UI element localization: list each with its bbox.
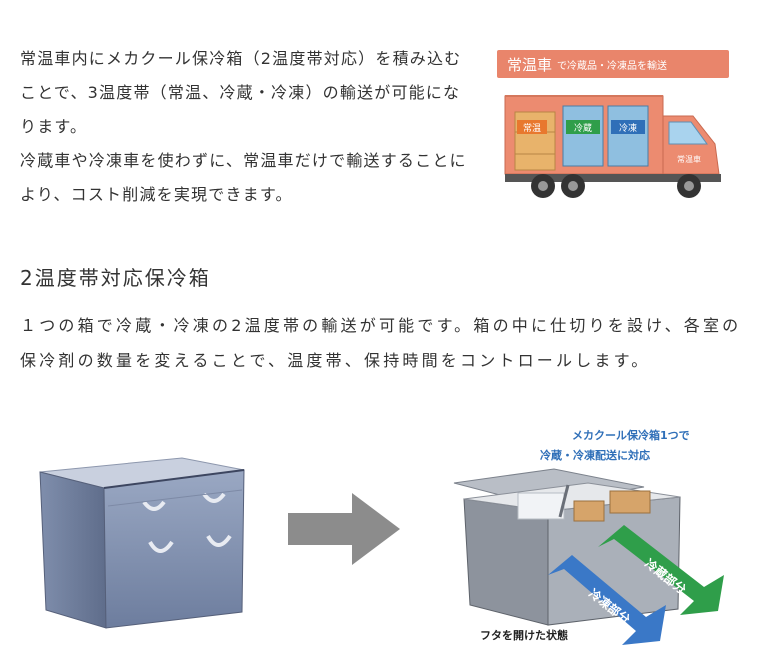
section-title: 2温度帯対応保冷箱 [20, 266, 211, 290]
opened-caption-line-1: メカクール保冷箱1つで [572, 428, 690, 442]
section-body-text: １つの箱で冷蔵・冷凍の2温度帯の輸送が可能です。箱の中に仕切りを設け、各室の保冷… [20, 316, 742, 370]
truck-banner-sub: で冷蔵品・冷凍品を輸送 [557, 59, 667, 72]
chilled-label-box [566, 120, 600, 134]
truck-banner-main: 常温車 [507, 56, 552, 74]
section-body: １つの箱で冷蔵・冷凍の2温度帯の輸送が可能です。箱の中に仕切りを設け、各室の保冷… [20, 308, 742, 378]
cooler-handle [142, 500, 166, 511]
opened-bottom-caption: フタを開けた状態 [480, 628, 568, 642]
closed-cooler-box-image [39, 457, 245, 629]
truck-door-label: 常温車 [677, 154, 701, 164]
transition-arrow-icon [288, 493, 400, 565]
chilled-label: 冷蔵 [574, 122, 592, 134]
divider [558, 484, 570, 518]
opened-cooler-box-image: メカクール保冷箱1つで 冷蔵・冷凍配送に対応 冷蔵部分 冷凍部分 フタを開けた状… [453, 428, 724, 645]
cooler-side [39, 471, 107, 629]
ambient-label-box [517, 120, 547, 134]
frozen-label: 冷凍 [619, 122, 637, 134]
cooler-handle [202, 492, 226, 503]
truck-banner [497, 50, 729, 78]
truck-illustration: 常温車 で冷蔵品・冷凍品を輸送 常温 冷蔵 冷凍 常温車 [497, 50, 729, 198]
opened-caption-line-2: 冷蔵・冷凍配送に対応 [540, 448, 650, 462]
intro-text: 常温車内にメカクール保冷箱（2温度帯対応）を積み込むことで、3温度帯（常温、冷蔵… [20, 42, 476, 212]
intro-paragraph-2: 冷蔵車や冷凍車を使わずに、常温車だけで輸送することにより、コスト削減を実現できま… [20, 151, 467, 204]
ambient-label: 常温 [523, 122, 541, 134]
frozen-label-box [611, 120, 645, 134]
intro-paragraph-1: 常温車内にメカクール保冷箱（2温度帯対応）を積み込むことで、3温度帯（常温、冷蔵… [20, 49, 462, 136]
